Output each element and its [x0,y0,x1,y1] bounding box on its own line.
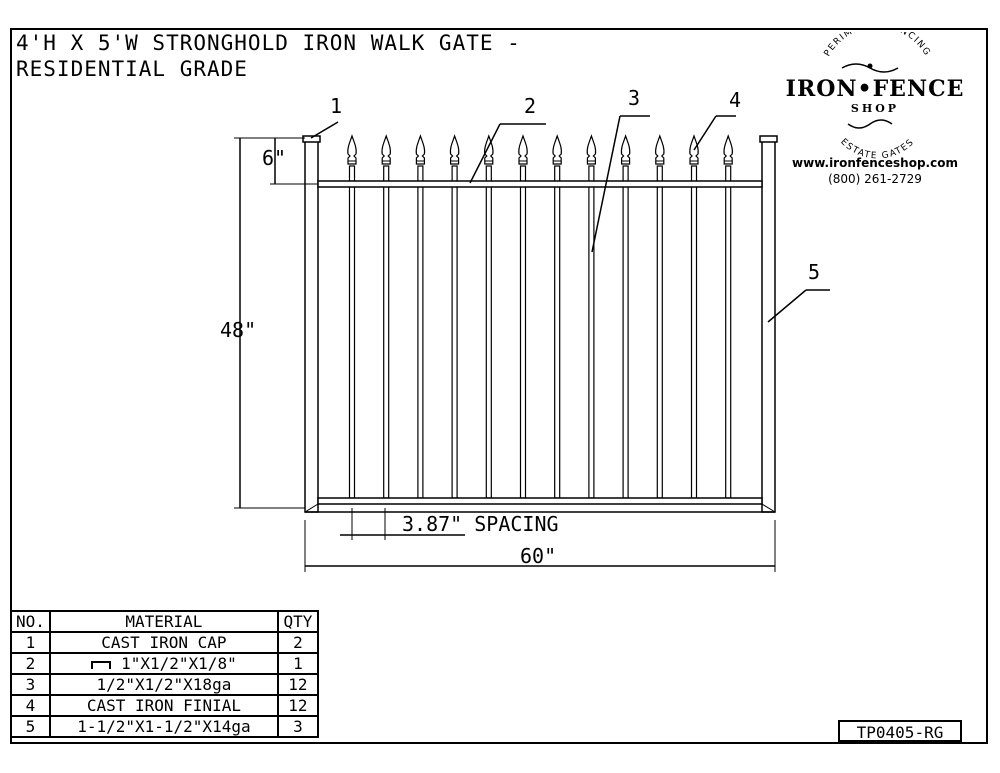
bom-qty: 3 [276,715,319,738]
drawing-number: TP0405-RG [838,720,962,742]
bom-material: 1/2"X1/2"X18ga [48,673,279,696]
callout-2: 2 [524,94,537,118]
bom-no: 3 [10,673,51,696]
picket [554,165,561,499]
callout-3: 3 [628,86,641,110]
bom-row: 2 1"X1/2"X1/8" 1 [10,652,319,675]
right-post-cap [759,135,778,143]
leader-4 [693,115,717,151]
picket [417,165,424,499]
bom-no: 1 [10,631,51,654]
finial-icon [347,134,357,165]
flourish-bottom-icon [847,119,893,129]
finial-icon [655,134,665,165]
bom-no: 4 [10,694,51,717]
drawing-sheet-border [10,28,988,744]
finial-icon [620,134,631,165]
bom-qty: 2 [276,631,319,654]
leader-3 [591,115,621,253]
finial-icon [381,134,391,165]
gate-height-label: 48" [220,318,257,342]
logo-arcs: PERIMETER FENCING ESTATE GATES [823,32,931,162]
bom-row: 4 CAST IRON FINIAL 12 [10,694,319,717]
picket [725,165,732,499]
finial-icon [449,134,460,165]
picket [451,165,458,499]
right-post [761,139,776,513]
company-logo: PERIMETER FENCING ESTATE GATES IRON•FENC… [770,32,980,192]
drawing-title: 4'H X 5'W STRONGHOLD IRON WALK GATE - RE… [16,30,521,82]
bom-qty: 1 [276,652,319,675]
bom-qty: 12 [276,694,319,717]
gate-width-label: 60" [520,544,557,568]
bom-row: 5 1-1/2"X1-1/2"X14ga 3 [10,715,319,738]
finial-icon [518,134,528,165]
bom-material: CAST IRON CAP [48,631,279,654]
callout-1: 1 [330,94,343,118]
leader-2 [469,123,501,184]
callout-5: 5 [808,260,821,284]
picket [383,165,390,499]
bom-header-qty: QTY [276,610,319,633]
bom-qty: 12 [276,673,319,696]
logo-sub-text: SHOP [850,102,900,115]
spacing-label: 3.87" SPACING [402,512,559,536]
callout-4: 4 [729,88,742,112]
title-line-1: 4'H X 5'W STRONGHOLD IRON WALK GATE - [16,31,521,55]
top-rail [317,180,763,188]
left-post-cap [302,135,321,143]
bom-header-material: MATERIAL [48,610,279,633]
leader-5 [767,289,807,323]
bom-row: 1 CAST IRON CAP 2 [10,631,319,654]
finial-height-label: 6" [262,146,287,170]
title-line-2: RESIDENTIAL GRADE [16,57,248,81]
bom-material: CAST IRON FINIAL [48,694,279,717]
finial-icon [586,134,597,165]
bom-row: 3 1/2"X1/2"X18ga 12 [10,673,319,696]
bill-of-materials-table: NO. MATERIAL QTY 1 CAST IRON CAP 2 2 1"X… [10,610,319,738]
bom-material: 1"X1/2"X1/8" [121,654,237,673]
bom-no: 2 [10,652,51,675]
bom-material-cell: 1"X1/2"X1/8" [48,652,279,675]
finial-icon [415,134,426,165]
picket [588,165,595,499]
company-phone: (800) 261-2729 [828,172,922,186]
picket [656,165,663,499]
picket [348,165,356,499]
picket [690,165,698,499]
picket-group [347,134,733,499]
bom-header-no: NO. [10,610,51,633]
left-post [304,139,319,513]
finial-icon [552,134,562,165]
picket [622,165,629,499]
picket [485,165,492,499]
flourish-dot-icon [867,63,873,69]
leader-1 [310,121,339,139]
bottom-rail [317,497,763,505]
finial-icon [723,134,733,165]
bom-no: 5 [10,715,51,738]
logo-main-text: IRON•FENCE [785,76,965,102]
bom-material: 1-1/2"X1-1/2"X14ga [48,715,279,738]
bom-header-row: NO. MATERIAL QTY [10,610,319,633]
company-url: www.ironfenceshop.com [792,156,958,170]
picket [519,165,527,499]
channel-profile-icon [91,660,112,669]
